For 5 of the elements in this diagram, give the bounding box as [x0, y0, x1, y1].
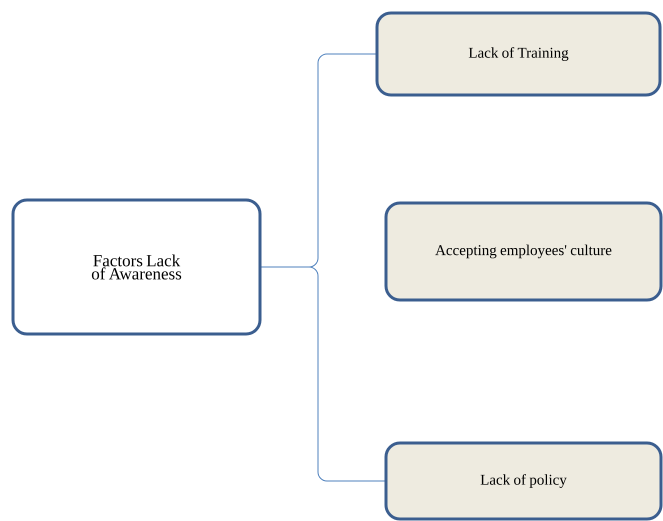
text-box: Lack of Training: [376, 12, 662, 96]
connector-line: [261, 266, 385, 482]
text-box: Accepting employees' culture: [384, 202, 662, 302]
text-box: Factors Lack of Awareness: [12, 198, 262, 336]
text-box: Lack of policy: [384, 441, 662, 520]
